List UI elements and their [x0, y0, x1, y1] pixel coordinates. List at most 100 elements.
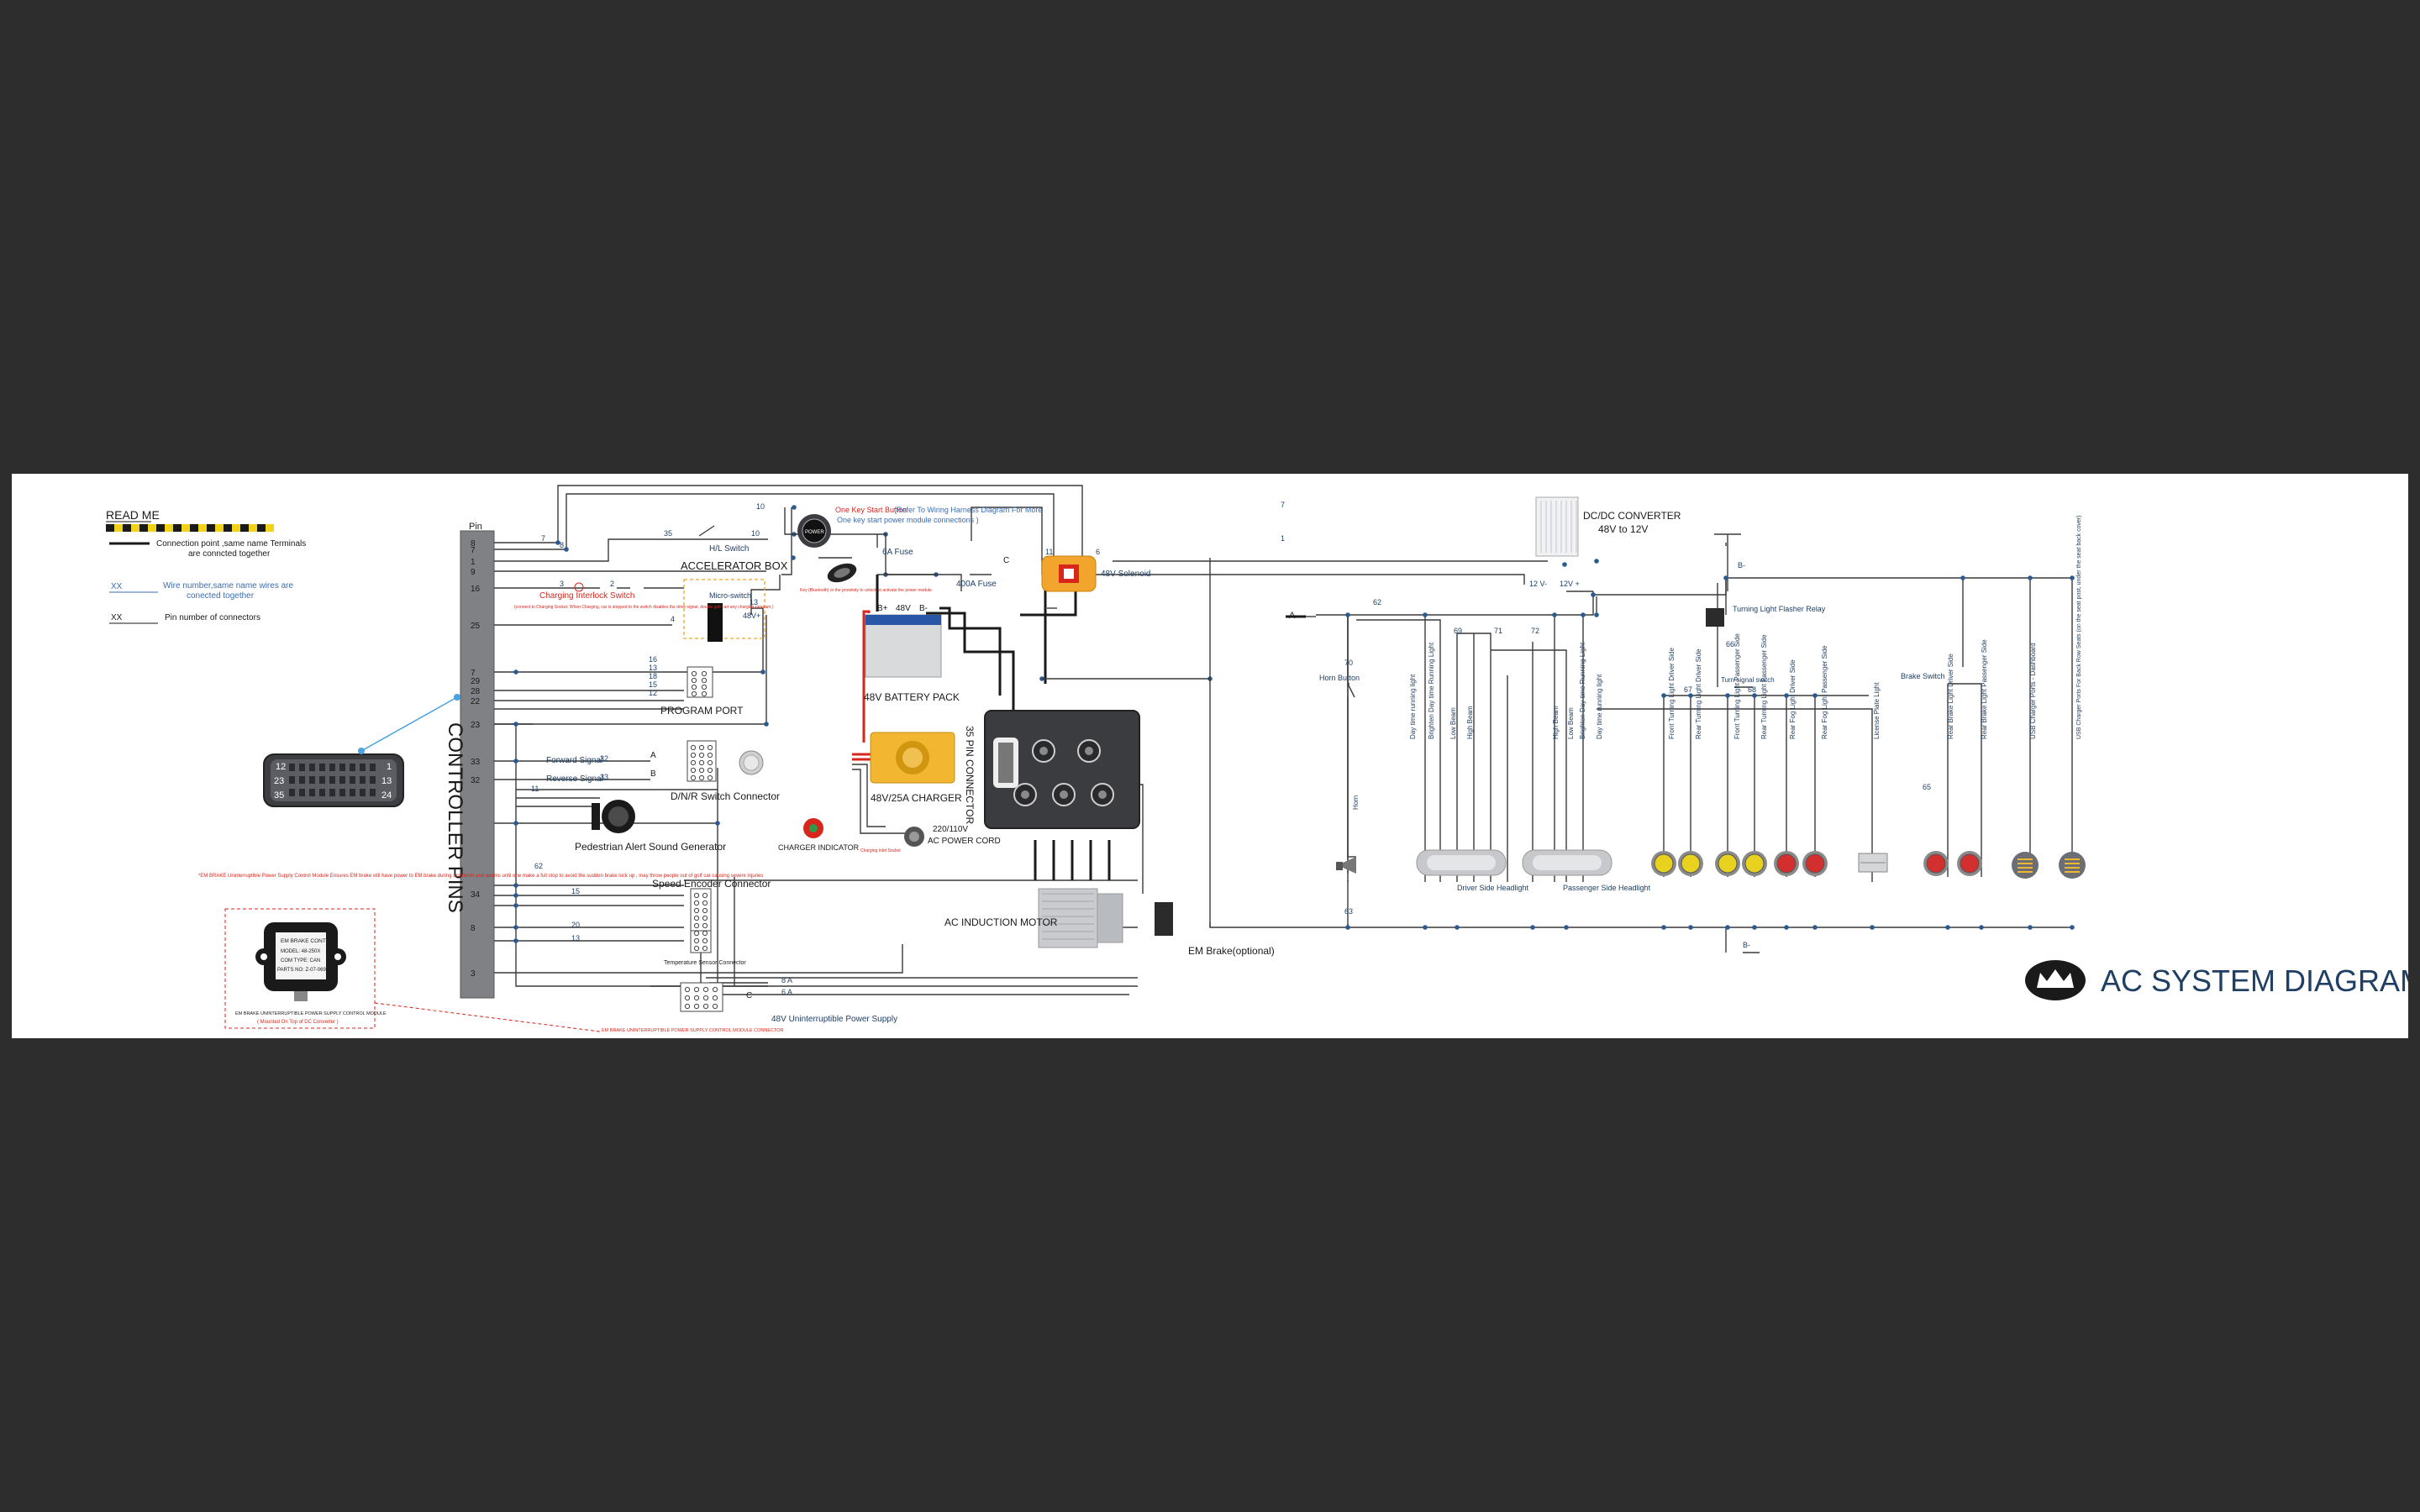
wire-number: 12: [649, 689, 657, 697]
controller-pin-bar: Pin CONTROLLER PINS 87191625729282223333…: [444, 522, 495, 999]
accelerator-box: ACCELERATOR BOX Micro-switch 48V+ H/L Sw…: [681, 525, 788, 642]
wire-number: 4: [671, 615, 675, 623]
controller-pin: 34: [471, 890, 481, 900]
wire-number: 18: [649, 672, 657, 680]
controller-pin: 16: [471, 585, 481, 594]
light-label: USB Charger Ports - Dashboard: [2029, 643, 2037, 739]
svg-text:48V to 12V: 48V to 12V: [1598, 523, 1648, 535]
controller-pin: 7: [471, 546, 476, 555]
wire-number: 70: [1344, 659, 1353, 667]
svg-text:( Mounted On Top of DC Convert: ( Mounted On Top of DC Converter ): [257, 1020, 339, 1025]
svg-text:12 V-: 12 V-: [1529, 580, 1547, 588]
key-start-button[interactable]: POWER: [797, 514, 831, 548]
charger-48v: 48V/25A CHARGER: [870, 732, 962, 804]
lamps: [1651, 851, 2086, 879]
svg-text:Turn signal switch: Turn signal switch: [1721, 676, 1775, 684]
controller-pin: 9: [471, 568, 476, 577]
light-label: High Beam: [1552, 706, 1560, 739]
light-label: Rear Turning Light Driver Side: [1695, 648, 1702, 739]
motor-controller: 35 PIN CONNECTOR: [964, 710, 1140, 829]
svg-text:Charging Inlet Socket: Charging Inlet Socket: [860, 848, 901, 853]
wire-number: 2: [610, 580, 614, 588]
svg-text:48V/25A CHARGER: 48V/25A CHARGER: [871, 792, 962, 804]
light-label: Front Turning Light Driver Side: [1668, 648, 1676, 739]
svg-text:Connection point ,same name Te: Connection point ,same name Terminals: [156, 539, 306, 549]
svg-text:conected together: conected together: [187, 591, 255, 601]
svg-text:B-: B-: [1738, 561, 1745, 570]
lighting-connection-points: [1345, 559, 2075, 930]
wire-number: 8 A: [781, 976, 792, 984]
svg-text:Key (Bluetooth) or the proximi: Key (Bluetooth) or the proximity to unlo…: [800, 588, 932, 593]
svg-text:Micro-switch: Micro-switch: [709, 591, 751, 600]
svg-text:A: A: [1289, 611, 1296, 621]
wire-number: 72: [1531, 627, 1539, 635]
controller-pin: 3: [471, 969, 476, 979]
wire-number: 66: [1726, 640, 1734, 648]
svg-text:DC/DC CONVERTER: DC/DC CONVERTER: [1583, 510, 1681, 522]
svg-text:48V BATTERY PACK: 48V BATTERY PACK: [864, 691, 960, 703]
svg-text:Wire number,same name wires ar: Wire number,same name wires are: [163, 581, 293, 591]
svg-text:Pedestrian Alert Sound Generat: Pedestrian Alert Sound Generator: [575, 841, 726, 853]
wire-number: 10: [751, 529, 760, 538]
svg-text:POWER: POWER: [805, 530, 824, 535]
wire-number: 11: [1045, 548, 1053, 556]
program-port-label: PROGRAM PORT: [660, 705, 744, 717]
speed-encoder: Speed Encoder Connector Temperature Sens…: [652, 878, 771, 966]
svg-text:Speed Encoder Connector: Speed Encoder Connector: [652, 878, 771, 890]
controller-pin: 7: [471, 669, 476, 678]
light-label: Rear Brake Light Passenger Side: [1981, 639, 1988, 739]
horn: [1336, 857, 1356, 874]
remote-key-fob: Key (Bluetooth) or the proximity to unlo…: [800, 563, 932, 593]
svg-text:Pin: Pin: [469, 522, 482, 532]
svg-text:B: B: [650, 769, 656, 779]
controller-pin: 28: [471, 687, 481, 696]
pedestrian-alert: Pedestrian Alert Sound Generator: [575, 800, 726, 853]
svg-text:AC INDUCTION MOTOR: AC INDUCTION MOTOR: [944, 916, 1058, 928]
svg-text:Brake Switch: Brake Switch: [1901, 672, 1945, 680]
charger-indicator: CHARGER INDICATOR: [778, 818, 860, 852]
svg-text:23: 23: [274, 776, 284, 786]
charging-interlock: Charging Interlock Switch (connect to Ch…: [514, 582, 774, 610]
light-label: Rear Turning Light Passenger Side: [1760, 634, 1768, 739]
wire-number: 13: [649, 664, 657, 672]
legend-heading: READ ME: [106, 508, 160, 522]
svg-text:C: C: [1003, 556, 1009, 565]
controller-pin: 32: [471, 776, 481, 785]
svg-text:D/N/R Switch Connector: D/N/R Switch Connector: [671, 790, 780, 802]
controller-pin: 33: [471, 758, 481, 767]
wire-number: 13: [750, 598, 758, 606]
svg-text:12: 12: [276, 762, 286, 772]
controller-pin: 25: [471, 622, 481, 631]
wire-number: 7: [541, 534, 545, 543]
svg-text:Temperature Sensor Connector: Temperature Sensor Connector: [664, 960, 746, 966]
controller-pin: 23: [471, 721, 481, 730]
light-label: Low Beam: [1449, 707, 1457, 739]
svg-text:C: C: [746, 991, 752, 1000]
svg-text:Passenger Side Headlight: Passenger Side Headlight: [1563, 884, 1651, 892]
wire-number: 10: [756, 502, 765, 511]
svg-text:Forward Signal: Forward Signal: [546, 756, 602, 765]
wire-number: 35: [664, 529, 672, 538]
wire-number: 20: [571, 921, 580, 929]
battery-pack: B+ 48V B- 48V BATTERY PACK: [864, 604, 960, 703]
light-label: High Beam: [1466, 706, 1474, 739]
dnr-switch: Forward Signal Reverse Signal A B D/N/R …: [546, 740, 780, 802]
wire-number: 11: [531, 785, 539, 793]
wire-number: 8: [560, 541, 564, 549]
svg-text:B+: B+: [877, 604, 888, 613]
passenger-headlight: Passenger Side Headlight: [1522, 849, 1651, 892]
svg-text:AC POWER CORD: AC POWER CORD: [928, 837, 1001, 846]
wiring-diagram: READ ME Connection point ,same name Term…: [106, 485, 2408, 1033]
controller-pin: 8: [471, 539, 476, 549]
left-wiring: [494, 485, 1138, 995]
svg-text:XX: XX: [111, 582, 123, 591]
em-brake: EM Brake(optional): [1155, 902, 1275, 957]
dcdc-converter: DC/DC CONVERTER 48V to 12V 12 V- 12V +: [1529, 496, 1681, 588]
controller-pin: 29: [471, 677, 481, 686]
svg-text:COM TYPE: CAN: COM TYPE: CAN: [281, 958, 320, 963]
svg-text:*EM BRAKE Uninterruptible Powe: *EM BRAKE Uninterruptible Power Supply C…: [198, 874, 763, 879]
wire-number: 65: [1923, 783, 1931, 791]
svg-text:13: 13: [381, 776, 392, 786]
